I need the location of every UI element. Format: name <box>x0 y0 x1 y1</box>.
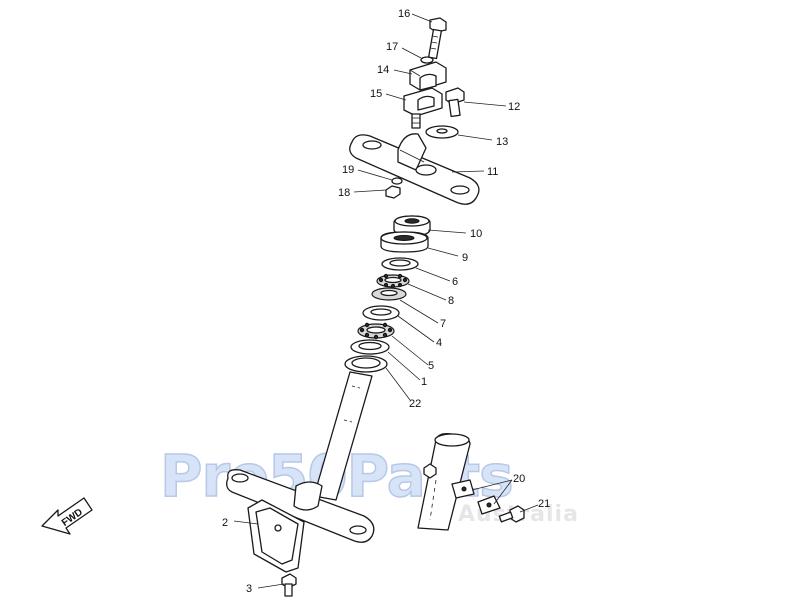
part-16-bolt <box>427 17 447 60</box>
part-15-lower-holder <box>403 87 443 129</box>
callout-16: 16 <box>398 8 410 20</box>
part-20-cable-guide <box>423 463 501 515</box>
part-7-ball-race <box>371 287 407 301</box>
callout-5: 5 <box>428 360 434 372</box>
callout-4: 4 <box>436 337 442 349</box>
part-21-screw <box>498 505 525 523</box>
part-18-nut <box>385 185 401 199</box>
callout-7: 7 <box>440 318 446 330</box>
part-13-washer <box>425 125 459 139</box>
part-1-ball-race <box>350 339 390 355</box>
callout-19: 19 <box>342 164 354 176</box>
callouts: 16 17 14 15 12 13 11 19 18 10 9 6 8 7 4 … <box>222 8 550 595</box>
callout-10: 10 <box>470 228 482 240</box>
callout-2: 2 <box>222 517 228 529</box>
callout-12: 12 <box>508 101 520 113</box>
part-10-ring-nut <box>393 215 431 237</box>
part-19-washer <box>391 177 403 185</box>
leader-lines <box>233 13 539 589</box>
callout-13: 13 <box>496 136 508 148</box>
callout-9: 9 <box>462 252 468 264</box>
fork-tube <box>417 432 471 531</box>
callout-6: 6 <box>452 276 458 288</box>
part-2-clamp-plate <box>247 499 305 573</box>
callout-20: 20 <box>513 473 525 485</box>
part-4-ball-race <box>362 305 400 321</box>
callout-1: 1 <box>421 376 427 388</box>
callout-3: 3 <box>246 583 252 595</box>
lower-bracket <box>226 469 375 543</box>
part-9-cover <box>380 231 429 253</box>
part-14-upper-holder <box>409 61 447 91</box>
callout-22: 22 <box>409 398 421 410</box>
part-11-upper-bracket <box>349 133 480 205</box>
callout-18: 18 <box>338 187 350 199</box>
part-3-bolt <box>281 573 297 597</box>
callout-11: 11 <box>487 166 498 178</box>
callout-15: 15 <box>370 88 382 100</box>
fwd-arrow: FWD <box>41 497 93 535</box>
callout-8: 8 <box>448 295 454 307</box>
part-17-washer <box>420 56 434 64</box>
callout-14: 14 <box>377 64 389 76</box>
part-12-bolt <box>445 87 465 118</box>
part-8-bearing <box>376 273 410 289</box>
part-5-bearing <box>357 322 395 340</box>
steering-stem-tube <box>313 371 373 501</box>
part-6-ball-race <box>381 257 419 271</box>
callout-21: 21 <box>538 498 550 510</box>
part-22-seal <box>344 355 388 373</box>
callout-17: 17 <box>386 41 398 53</box>
